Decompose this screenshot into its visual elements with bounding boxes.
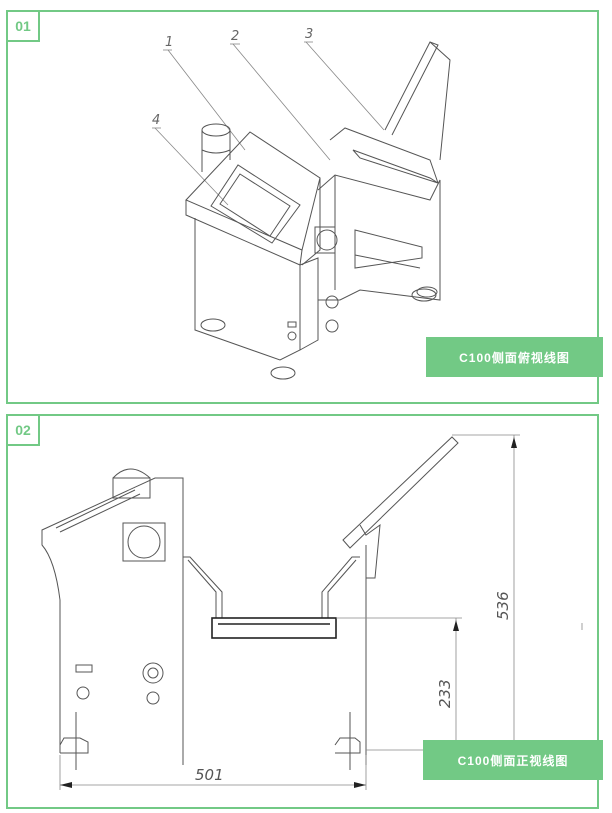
dimension-total-height: 536 bbox=[494, 591, 512, 620]
panel-number: 01 bbox=[6, 10, 40, 42]
dimension-belt-height: 233 bbox=[436, 679, 454, 708]
dimension-width: 501 bbox=[195, 766, 224, 784]
caption-isometric-view: C100侧面俯视线图 bbox=[426, 337, 603, 377]
caption-front-view: C100侧面正视线图 bbox=[423, 740, 603, 780]
callout-4: 4 bbox=[152, 113, 160, 128]
callout-2: 2 bbox=[231, 29, 239, 44]
panel-number: 02 bbox=[6, 414, 40, 446]
callout-1: 1 bbox=[165, 35, 173, 50]
callout-3: 3 bbox=[305, 27, 313, 42]
